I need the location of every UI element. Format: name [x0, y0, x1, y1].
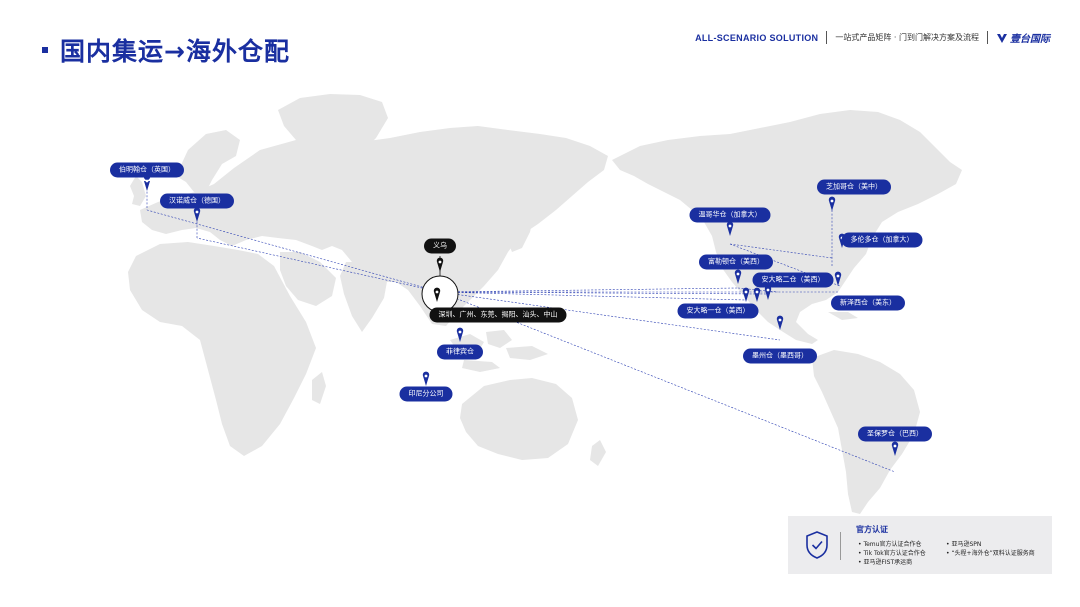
- certification-list-right: 亚马逊SPN “头程+海外仓”双料认证服务商: [946, 540, 1035, 558]
- warehouse-label-philippines: 菲律宾仓: [437, 344, 483, 360]
- location-pin-icon: [753, 287, 761, 302]
- header-subtitle: 一站式产品矩阵 · 门到门解决方案及流程: [835, 33, 979, 42]
- location-pin-icon: [436, 257, 444, 272]
- certification-item: “头程+海外仓”双料认证服务商: [946, 549, 1034, 558]
- warehouse-label-saopaulo: 圣保罗仓（巴西）: [858, 426, 932, 442]
- logo-text: 壹台国际: [1010, 34, 1050, 45]
- origin-label-south-china: 深圳、广州、东莞、揭阳、汕头、中山: [429, 307, 567, 323]
- title-bullet: [42, 47, 48, 53]
- warehouse-label-birmingham: 伯明翰仓（英国）: [110, 162, 184, 178]
- warehouse-label-indonesia: 印尼分公司: [399, 386, 453, 402]
- certification-item: 亚马逊SPN: [946, 540, 1035, 549]
- warehouse-label-mexico: 墨州仓（墨西哥）: [743, 348, 817, 364]
- warehouse-label-vancouver: 温哥华仓（加拿大）: [689, 207, 771, 223]
- route-line: [439, 291, 781, 341]
- shield-check-icon: [806, 531, 828, 559]
- route-line: [196, 237, 441, 293]
- origin-label-yiwu: 义乌: [424, 238, 456, 254]
- location-pin-icon: [776, 315, 784, 330]
- location-pin-icon: [742, 287, 750, 302]
- header-divider: [826, 31, 828, 44]
- certification-item: Temu官方认证合作仓: [858, 540, 926, 549]
- logo-mark-icon: [997, 33, 1007, 43]
- landmass-layer: [128, 94, 962, 514]
- route-line: [439, 291, 769, 295]
- pin-layer: [143, 173, 899, 456]
- location-pin-icon: [456, 327, 464, 342]
- warehouse-label-newjersey: 新泽西仓（美东）: [831, 295, 905, 311]
- route-line: [439, 291, 747, 301]
- warehouse-label-toronto: 多伦多仓（加拿大）: [841, 232, 923, 248]
- route-line: [729, 243, 833, 259]
- certification-item: 亚马逊FIST承运商: [858, 558, 926, 567]
- location-pin-icon: [734, 269, 742, 284]
- page-title-group: 国内集运→海外仓配: [42, 32, 290, 68]
- page-title: 国内集运→海外仓配: [60, 37, 290, 66]
- location-pin-icon: [193, 207, 201, 222]
- company-logo: 壹台国际: [996, 30, 1050, 45]
- warehouse-label-ontario1: 安大略一仓（美西）: [677, 303, 759, 319]
- location-pin-icon: [828, 196, 836, 211]
- warehouse-label-chicago: 芝加哥仓（美中）: [817, 179, 891, 195]
- location-pin-icon: [764, 285, 772, 300]
- route-lines: [146, 188, 896, 473]
- certification-card: 官方认证 Temu官方认证合作仓 Tik Tok官方认证合作仓 亚马逊FIST承…: [788, 516, 1052, 574]
- route-line: [439, 291, 896, 473]
- card-divider: [840, 532, 841, 560]
- header-divider: [987, 31, 988, 44]
- location-pin-icon: [834, 271, 842, 286]
- certification-list-left: Temu官方认证合作仓 Tik Tok官方认证合作仓 亚马逊FIST承运商: [858, 540, 926, 567]
- route-line: [737, 287, 779, 293]
- location-pin-icon: [433, 287, 441, 302]
- route-line: [146, 209, 441, 293]
- warehouse-label-hanover: 汉诺威仓（德国）: [160, 193, 234, 209]
- header-english-tag: ALL-SCENARIO SOLUTION: [695, 32, 819, 43]
- location-pin-icon: [143, 173, 151, 191]
- location-pin-icon: [726, 221, 734, 236]
- certification-item: Tik Tok官方认证合作仓: [858, 549, 925, 558]
- route-line: [439, 287, 739, 293]
- location-pin-icon: [891, 441, 899, 456]
- location-pin-icon: [422, 371, 430, 386]
- certification-title: 官方认证: [856, 525, 888, 534]
- header-right: ALL-SCENARIO SOLUTION 一站式产品矩阵 · 门到门解决方案及…: [695, 30, 1050, 45]
- warehouse-label-fontana: 富勒顿仓（美西）: [699, 254, 773, 270]
- warehouse-label-ontario2: 安大略二仓（美西）: [752, 272, 834, 288]
